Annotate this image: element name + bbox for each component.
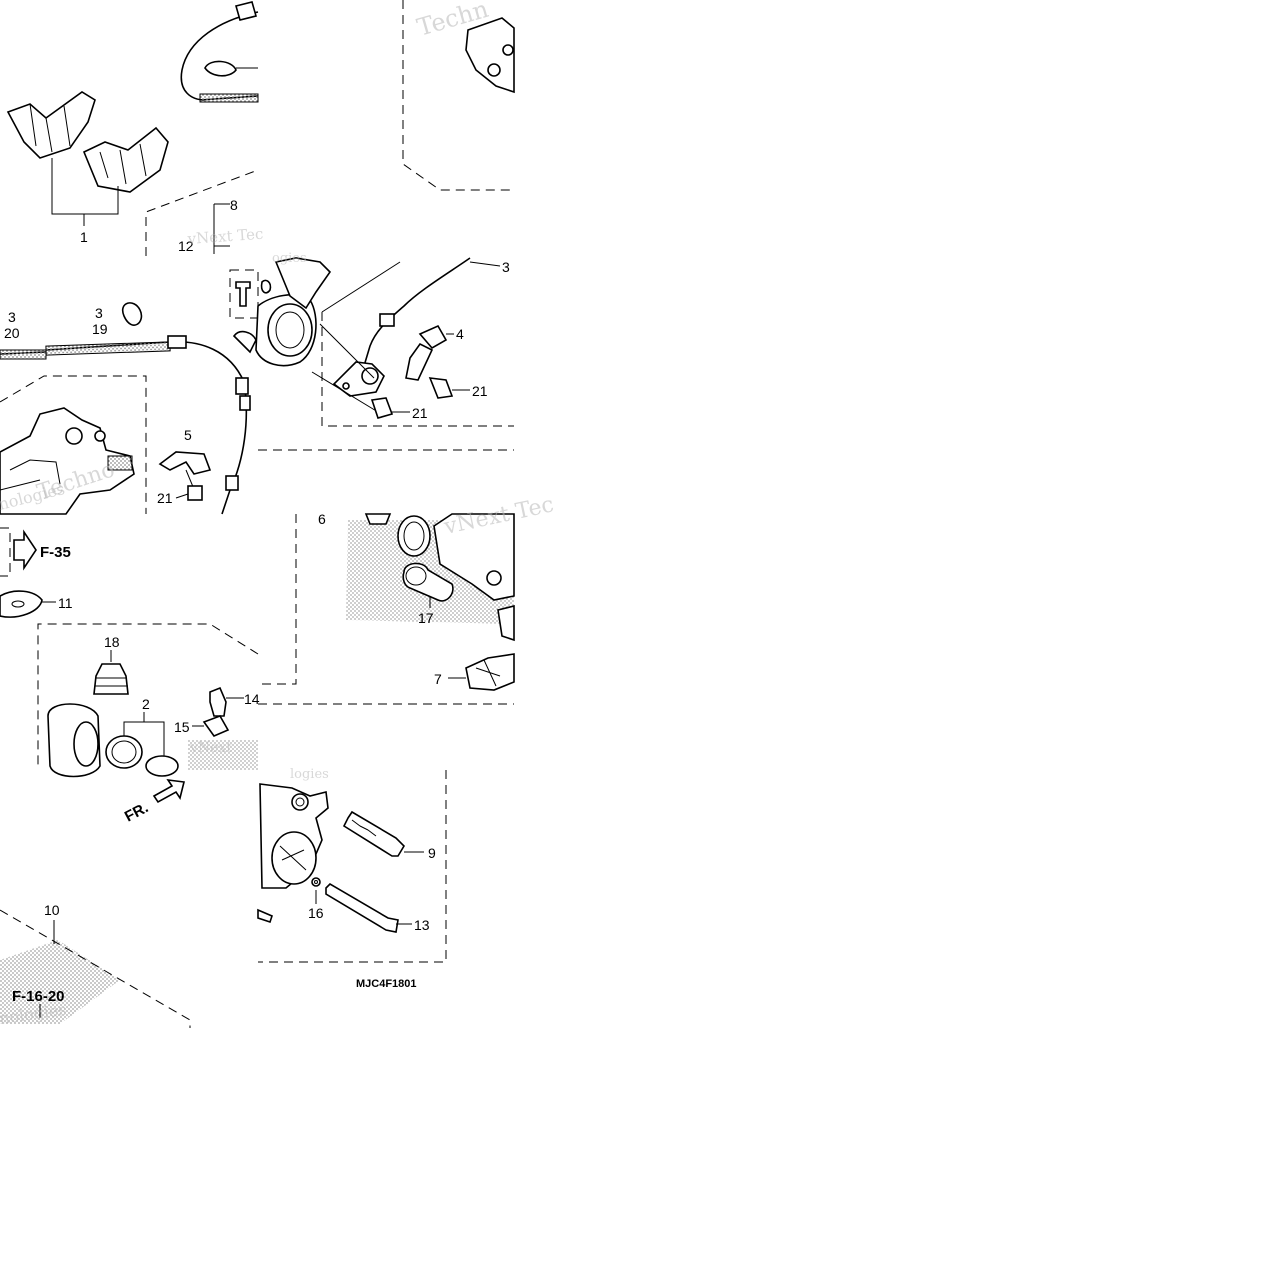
watermark: vNext Tec (186, 225, 264, 248)
diagram-code: MJC4F1801 (356, 978, 417, 990)
callout-3-right: 3 (502, 259, 510, 275)
callout-16: 16 (308, 905, 324, 921)
pad-spring-7 (448, 653, 515, 691)
caliper-pins-group (257, 770, 447, 963)
callout-1: 1 (80, 229, 88, 245)
boot-18 (93, 650, 129, 695)
callout-12: 12 (178, 238, 194, 254)
callout-7: 7 (434, 671, 442, 687)
clip-11 (0, 590, 56, 618)
callout-13: 13 (414, 917, 430, 933)
hose-clamp-19 (121, 302, 143, 326)
watermark: ogies (272, 251, 307, 266)
hose-bracket-5 (158, 451, 212, 501)
arrow-right-icon (13, 529, 37, 571)
callout-5: 5 (184, 427, 192, 443)
watermark: logies (290, 767, 329, 782)
callout-2: 2 (142, 696, 150, 712)
brake-disc-10 (0, 909, 191, 1028)
front-label: FR. (122, 799, 151, 825)
callout-3-left: 3 (8, 309, 16, 325)
callout-11: 11 (58, 595, 73, 611)
callout-19: 19 (92, 321, 108, 337)
piston (47, 703, 101, 778)
callout-8: 8 (230, 197, 238, 213)
callout-20: 20 (4, 325, 20, 341)
ref-f35: F-35 (40, 544, 71, 561)
callout-21-left: 21 (157, 490, 173, 506)
abs-sensor-group (229, 257, 514, 427)
caliper-body-6 (346, 513, 515, 642)
ref-f1620: F-16-20 (12, 988, 65, 1005)
ref-f35-group (0, 527, 37, 577)
callout-6: 6 (318, 511, 326, 527)
callout-21-upper: 21 (472, 383, 488, 399)
watermark: vNext (189, 740, 232, 756)
callout-18: 18 (104, 634, 120, 650)
brake-hose-middle (0, 335, 251, 515)
section-frame-dashed (37, 623, 259, 770)
brake-pad-set-group (6, 91, 169, 226)
callout-4: 4 (456, 326, 464, 342)
callout-21-lower: 21 (412, 405, 428, 421)
callout-17: 17 (418, 610, 434, 626)
bleeder-14-15 (188, 686, 258, 770)
caliper-bracket-top (402, 0, 515, 191)
callout-9: 9 (428, 845, 436, 861)
front-direction-indicator (152, 778, 185, 804)
section-frame-dashed (258, 514, 297, 685)
callout-3-mid: 3 (95, 305, 103, 321)
callout-14: 14 (244, 691, 260, 707)
section-frame-dashed (145, 169, 259, 256)
seal-set-2 (105, 712, 179, 777)
brake-hose-upper (180, 1, 259, 103)
caliper-body-middle (0, 407, 135, 515)
callout-10: 10 (44, 902, 60, 918)
callout-15: 15 (174, 719, 190, 735)
front-arrow-icon (152, 778, 185, 804)
